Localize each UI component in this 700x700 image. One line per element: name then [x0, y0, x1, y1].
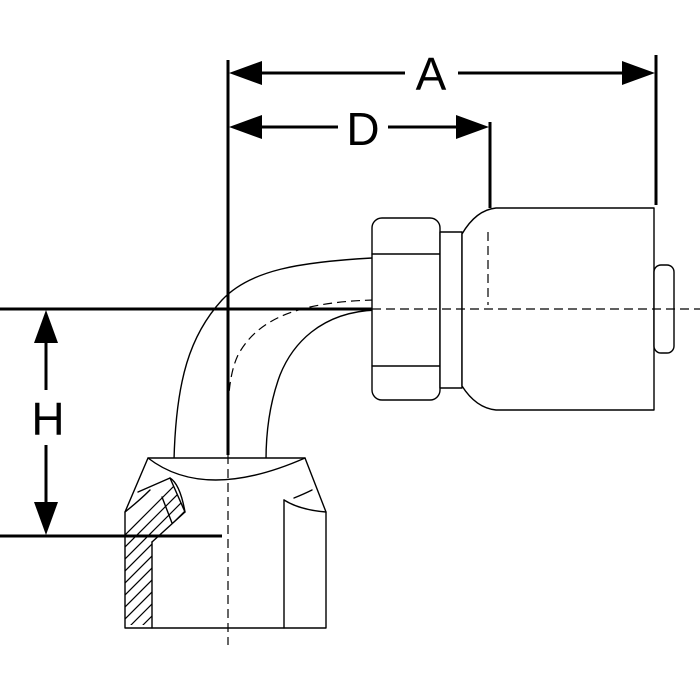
dimension-h: H [31, 310, 65, 535]
arrow-left-icon [229, 61, 262, 85]
arrow-up-icon [34, 310, 58, 343]
dimension-a: A [229, 48, 655, 100]
dimension-d: D [229, 103, 489, 155]
dimension-d-label: D [346, 103, 379, 155]
groove-ring [439, 231, 463, 389]
arrow-right-icon [622, 61, 655, 85]
dimension-a-label: A [416, 48, 447, 100]
arrow-down-icon [34, 502, 58, 535]
arrow-right-icon [456, 115, 489, 139]
arrow-left-icon [229, 115, 262, 139]
elbow-tube [173, 257, 377, 461]
reference-lines [0, 55, 658, 538]
dimension-h-label: H [31, 393, 64, 445]
center-lines [227, 308, 700, 645]
swivel-nut [124, 457, 327, 629]
